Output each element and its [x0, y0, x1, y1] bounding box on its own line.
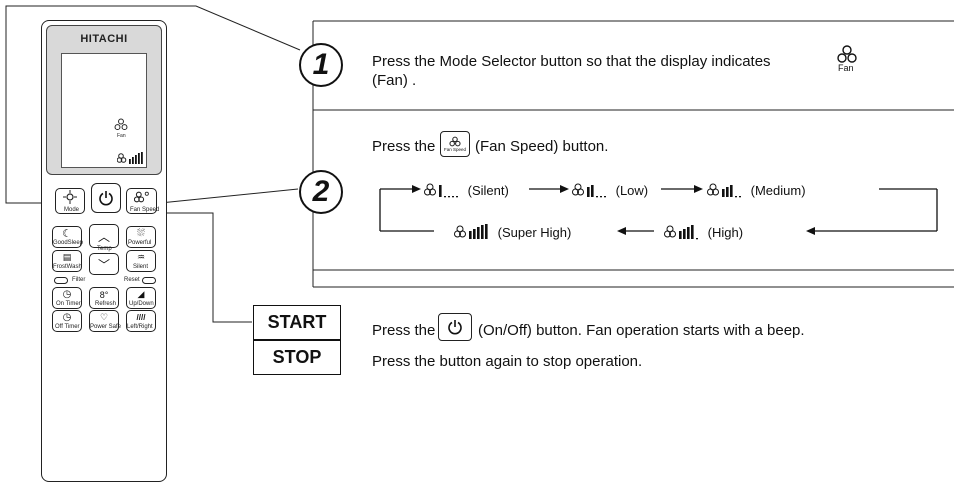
swing-left-right-icon: //// [136, 313, 146, 322]
fan-speed-button[interactable] [126, 188, 157, 214]
fan-speed-cycle-arrows [379, 185, 938, 235]
speed-high-label: (High) [707, 225, 744, 240]
clock-icon: ◷ [62, 289, 72, 300]
speed-low: (Low) [572, 182, 648, 198]
refresh-button[interactable]: 8° [89, 287, 119, 309]
fan-icon [114, 118, 128, 131]
step-1-text-line2: (Fan) . [372, 72, 417, 89]
reset-label: Reset [124, 277, 140, 283]
remote-controller: HITACHI Fan Mode [41, 20, 167, 482]
fan-icon [449, 136, 461, 146]
on-timer-label: On Timer [56, 301, 81, 307]
on-off-button[interactable] [91, 183, 121, 213]
mode-icon [63, 190, 77, 204]
fan-icon-label: Fan [838, 63, 854, 73]
fan-speed-label: Fan Speed [130, 207, 160, 213]
fan-speed-icon-label: Fan Speed [444, 147, 467, 152]
left-right-button[interactable]: //// [126, 310, 156, 332]
frost-wash-icon: ▤ [62, 252, 72, 262]
temp-down-button[interactable]: ﹀ [89, 253, 119, 275]
mode-label: Mode [64, 207, 80, 213]
stop-box: STOP [253, 340, 341, 375]
speed-silent-label: (Silent) [467, 183, 509, 198]
power-icon [99, 191, 113, 206]
powerful-button[interactable]: ⛆ [126, 226, 156, 248]
speed-super-high: (Super High) [454, 224, 571, 240]
remote-head: HITACHI Fan [46, 25, 162, 175]
step-3-text-line2: Press the button again to stop operation… [372, 353, 643, 370]
swing-up-down-icon: ◢ [137, 289, 145, 299]
fan-speed-5-icon [454, 224, 488, 239]
step-1-badge: 1 [299, 43, 343, 87]
fan-icon [837, 45, 857, 63]
brand-logo: HITACHI [80, 33, 128, 45]
fan-icon [133, 191, 149, 203]
power-safe-label: Power Safe [90, 324, 122, 330]
step-2-badge: 2 [299, 170, 343, 214]
reset-button[interactable] [142, 277, 156, 284]
power-safe-icon: ♡ [99, 312, 109, 322]
up-down-button[interactable]: ◢ [126, 287, 156, 309]
temp-up-button[interactable]: ︿ [89, 224, 119, 248]
refresh-icon: 8° [99, 289, 109, 300]
fan-speed-3-icon [707, 183, 741, 198]
power-safe-button[interactable]: ♡ [89, 310, 119, 332]
frost-wash-button[interactable]: ▤ [52, 250, 82, 272]
silent-icon: ♒ [136, 252, 146, 262]
good-sleep-label: GoodSleep [53, 240, 84, 246]
start-box: START [253, 305, 341, 340]
speed-medium: (Medium) [707, 182, 806, 198]
speed-high: (High) [664, 224, 743, 240]
fan-speed-button-icon: Fan Speed [440, 131, 470, 157]
fan-speed-2-icon [572, 183, 606, 198]
chevron-down-icon: ﹀ [97, 257, 110, 272]
temp-label: Temp [97, 246, 112, 252]
powerful-label: Powerful [128, 240, 152, 246]
frost-wash-label: FrostWash [53, 264, 82, 270]
fan-speed-1-icon [424, 183, 458, 198]
remote-display: Fan [61, 53, 147, 168]
step-3-text-a: Press the [372, 322, 436, 339]
filter-label: Filter [72, 277, 86, 283]
speed-medium-label: (Medium) [750, 183, 806, 198]
fan-speed-indicator-icon [117, 152, 143, 164]
step-1-text: Press the Mode Selector button so that t… [372, 53, 771, 70]
speed-low-label: (Low) [615, 183, 649, 198]
speed-super-high-label: (Super High) [497, 225, 572, 240]
silent-button[interactable]: ♒ [126, 250, 156, 272]
power-icon [448, 320, 462, 335]
step-2-text-a: Press the [372, 138, 436, 155]
good-sleep-button[interactable]: ☾ [52, 226, 82, 248]
off-timer-label: Off Timer [55, 324, 80, 330]
speed-silent: (Silent) [424, 182, 509, 198]
fan-speed-4-icon [664, 225, 698, 240]
filter-button[interactable] [54, 277, 68, 284]
display-fan-label: Fan [117, 133, 126, 139]
moon-icon: ☾ [62, 228, 72, 240]
step-2-text-b: (Fan Speed) button. [475, 138, 609, 155]
off-timer-button[interactable]: ◷ [52, 310, 82, 332]
refresh-label: Refresh [95, 301, 117, 307]
on-off-button-icon [438, 313, 472, 341]
chevron-up-icon: ︿ [97, 229, 110, 244]
silent-label: Silent [133, 264, 149, 270]
up-down-label: Up/Down [129, 301, 154, 307]
step-3-text-b: (On/Off) button. Fan operation starts wi… [478, 322, 805, 339]
clock-icon: ◷ [62, 312, 72, 323]
left-right-label: Left/Right [127, 324, 153, 330]
on-timer-button[interactable]: ◷ [52, 287, 82, 309]
mode-button[interactable] [55, 188, 85, 214]
powerful-icon: ⛆ [137, 228, 145, 239]
